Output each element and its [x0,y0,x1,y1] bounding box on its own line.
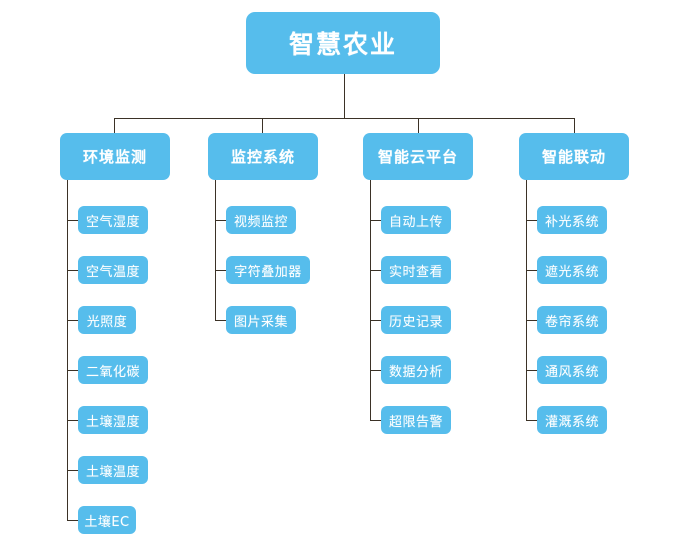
leaf-node-label: 自动上传 [388,214,443,230]
leaf-node-label: 二氧化碳 [85,364,140,380]
connector-stub-b3-c4 [370,370,381,371]
leaf-node-label: 视频监控 [233,214,288,230]
connector-drop-branch-3 [418,118,419,133]
root-node-smart-agriculture[interactable]: 智慧农业 [246,12,440,74]
leaf-node-label: 字符叠加器 [234,264,302,280]
connector-stub-b3-c1 [370,220,381,221]
leaf-node-ventilation-system[interactable]: 通风系统 [537,356,607,384]
connector-stub-b1-c4 [67,370,78,371]
leaf-node-history-record[interactable]: 历史记录 [381,306,451,334]
branch-node-environment-monitoring[interactable]: 环境监测 [60,133,170,180]
connector-spine-branch-1 [67,180,68,520]
leaf-node-soil-humidity[interactable]: 土壤湿度 [78,406,148,434]
connector-level2-bus [114,118,575,119]
connector-stub-b1-c5 [67,420,78,421]
root-node-label: 智慧农业 [288,30,397,59]
leaf-node-threshold-alarm[interactable]: 超限告警 [381,406,451,434]
leaf-node-carbon-dioxide[interactable]: 二氧化碳 [78,356,148,384]
leaf-node-label: 超限告警 [388,414,443,430]
branch-node-smart-cloud-platform[interactable]: 智能云平台 [363,133,473,180]
leaf-node-shading-system[interactable]: 遮光系统 [537,256,607,284]
connector-root-stem [344,74,345,118]
leaf-node-label: 土壤湿度 [85,414,140,430]
leaf-node-soil-ec[interactable]: 土壤EC [78,506,136,534]
connector-stub-b2-c3 [215,320,226,321]
leaf-node-label: 土壤EC [84,514,130,530]
leaf-node-label: 空气湿度 [85,214,140,230]
connector-stub-b2-c1 [215,220,226,221]
connector-stub-b1-c3 [67,320,78,321]
connector-stub-b3-c2 [370,270,381,271]
connector-drop-branch-2 [262,118,263,133]
connector-stub-b4-c5 [526,420,537,421]
connector-stub-b3-c3 [370,320,381,321]
branch-node-label-2: 监控系统 [230,148,295,166]
branch-node-label-4: 智能联动 [541,148,606,166]
branch-node-label-1: 环境监测 [82,148,147,166]
connector-stub-b1-c6 [67,470,78,471]
connector-stub-b1-c2 [67,270,78,271]
connector-spine-branch-3 [370,180,371,420]
connector-stub-b1-c7 [67,520,78,521]
leaf-node-character-overlay[interactable]: 字符叠加器 [226,256,310,284]
leaf-node-air-temperature[interactable]: 空气温度 [78,256,148,284]
leaf-node-label: 图片采集 [233,314,288,330]
leaf-node-label: 遮光系统 [544,264,599,280]
leaf-node-irrigation-system[interactable]: 灌溉系统 [537,406,607,434]
leaf-node-illuminance[interactable]: 光照度 [78,306,136,334]
leaf-node-air-humidity[interactable]: 空气湿度 [78,206,148,234]
leaf-node-soil-temperature[interactable]: 土壤温度 [78,456,148,484]
connector-stub-b4-c1 [526,220,537,221]
leaf-node-label: 历史记录 [388,314,443,330]
leaf-node-label: 通风系统 [544,364,599,380]
leaf-node-label: 卷帘系统 [544,314,599,330]
connector-stub-b3-c5 [370,420,381,421]
leaf-node-label: 土壤温度 [85,464,140,480]
connector-stub-b4-c2 [526,270,537,271]
connector-drop-branch-1 [114,118,115,133]
connector-drop-branch-4 [574,118,575,133]
connector-stub-b2-c2 [215,270,226,271]
leaf-node-video-surveillance[interactable]: 视频监控 [226,206,296,234]
connector-stub-b4-c4 [526,370,537,371]
leaf-node-label: 补光系统 [544,214,599,230]
leaf-node-label: 灌溉系统 [544,414,599,430]
leaf-node-realtime-view[interactable]: 实时查看 [381,256,451,284]
leaf-node-roller-blind-system[interactable]: 卷帘系统 [537,306,607,334]
leaf-node-data-analysis[interactable]: 数据分析 [381,356,451,384]
connector-stub-b1-c1 [67,220,78,221]
branch-node-surveillance-system[interactable]: 监控系统 [208,133,318,180]
leaf-node-label: 空气温度 [85,264,140,280]
leaf-node-label: 光照度 [86,314,128,330]
leaf-node-auto-upload[interactable]: 自动上传 [381,206,451,234]
connector-spine-branch-4 [526,180,527,420]
branch-node-label-3: 智能云平台 [377,148,458,166]
leaf-node-fill-light-system[interactable]: 补光系统 [537,206,607,234]
connector-stub-b4-c3 [526,320,537,321]
connector-spine-branch-2 [215,180,216,320]
leaf-node-label: 数据分析 [388,364,443,380]
leaf-node-label: 实时查看 [388,264,443,280]
leaf-node-image-capture[interactable]: 图片采集 [226,306,296,334]
branch-node-smart-linkage[interactable]: 智能联动 [519,133,629,180]
